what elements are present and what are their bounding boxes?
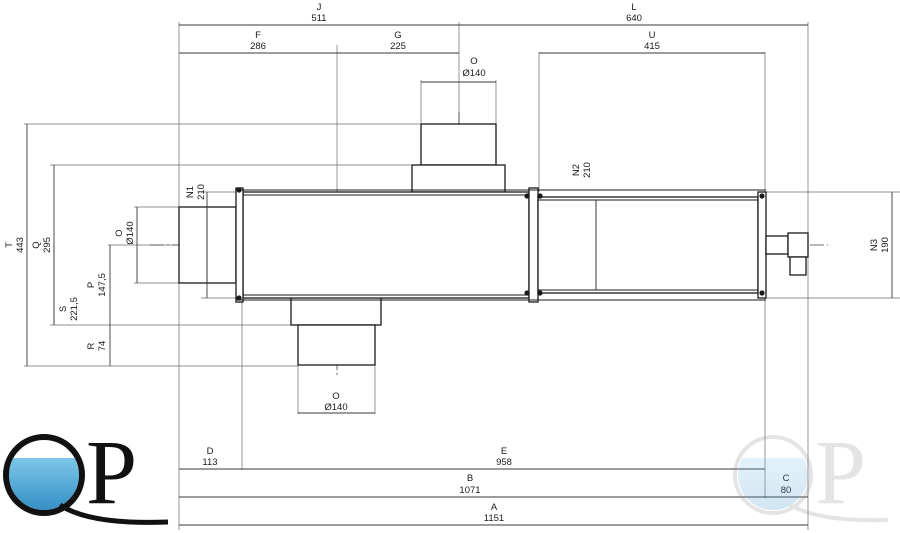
- dimension-O-bottom: O Ø140: [298, 391, 375, 414]
- bolt: [537, 290, 543, 296]
- dim-value: 958: [496, 457, 512, 468]
- dimension-P: P 147,5: [86, 245, 111, 325]
- dimension-E: E 958: [242, 446, 765, 470]
- main-chamber: [242, 191, 530, 299]
- dim-value: 74: [97, 341, 108, 352]
- dim-letter: N3: [869, 239, 880, 251]
- dimension-D: D 113: [179, 446, 242, 470]
- cable-gland: [765, 235, 789, 255]
- dimension-N2: N2 210: [571, 162, 597, 290]
- dim-letter: E: [501, 446, 507, 457]
- dimension-U: U 415: [539, 30, 765, 54]
- cable-connector: [787, 232, 809, 258]
- bolt: [524, 193, 530, 199]
- bolt: [236, 295, 242, 301]
- dim-letter: S: [58, 306, 69, 312]
- bottom-inlet-collar: [290, 296, 382, 326]
- dim-letter: O: [332, 391, 339, 402]
- dimension-Q: Q 295: [31, 165, 55, 325]
- dimension-F: F 286: [179, 30, 337, 54]
- dim-letter: D: [207, 446, 214, 457]
- uv-unit-body: [178, 123, 809, 366]
- dim-letter: R: [86, 342, 97, 349]
- dim-value: 1071: [459, 485, 480, 496]
- dim-letter: T: [4, 242, 15, 248]
- dim-value: 190: [880, 237, 891, 253]
- dimension-O-top: O Ø140: [421, 56, 496, 83]
- dim-value: 113: [202, 457, 217, 468]
- dimension-B: B 1071: [179, 473, 765, 498]
- dimension-T: T 443: [4, 124, 28, 366]
- dim-value: 221,5: [69, 297, 80, 321]
- dim-value: 415: [644, 41, 660, 52]
- bolt: [759, 290, 765, 296]
- middle-flange: [528, 187, 539, 303]
- qp-logo: P: [3, 421, 169, 525]
- cable-connector-tail: [789, 256, 807, 276]
- dim-value: 210: [582, 162, 593, 178]
- dim-value: 640: [626, 13, 642, 24]
- dimension-S: S 221,5: [53, 245, 80, 325]
- dim-letter: F: [255, 30, 261, 41]
- qp-logo-watermark: P: [733, 421, 889, 523]
- dim-value: 1151: [484, 513, 504, 524]
- dim-letter: U: [649, 30, 656, 41]
- dim-letter: J: [317, 2, 322, 13]
- dim-value: Ø140: [125, 221, 136, 244]
- dimension-R: R 74: [86, 325, 111, 366]
- dim-value: 511: [311, 13, 326, 24]
- dim-letter: N2: [571, 164, 582, 176]
- dim-letter: L: [631, 2, 636, 13]
- dimension-J: J 511: [179, 2, 459, 26]
- dimension-N3: N3 190: [869, 192, 893, 298]
- dimension-L: L 640: [459, 2, 808, 26]
- dim-value: Ø140: [462, 68, 485, 79]
- dim-value: Ø140: [324, 402, 347, 413]
- dim-value: 210: [196, 184, 207, 200]
- dim-value: 443: [15, 237, 26, 253]
- bolt: [759, 193, 765, 199]
- dim-value: 295: [42, 237, 53, 253]
- top-outlet-pipe: [420, 123, 497, 166]
- dim-value: 286: [250, 41, 266, 52]
- dim-value: 225: [390, 41, 406, 52]
- dim-letter: P: [86, 282, 97, 288]
- logo-letter-p: P: [86, 421, 137, 523]
- left-flange: [235, 187, 244, 303]
- dim-letter: G: [394, 30, 401, 41]
- logo-letter-p: P: [815, 421, 866, 523]
- lamp-housing: [537, 196, 759, 294]
- top-outlet-collar: [411, 164, 506, 193]
- dim-letter: N1: [185, 186, 196, 198]
- bolt: [236, 187, 242, 193]
- dim-letter: A: [491, 502, 498, 513]
- dim-letter: O: [114, 229, 125, 236]
- dim-letter: B: [467, 473, 473, 484]
- bolt: [537, 193, 543, 199]
- dim-letter: Q: [31, 241, 42, 248]
- bottom-inlet-pipe: [297, 324, 376, 366]
- dimension-G: G 225: [337, 30, 459, 54]
- dim-value: 147,5: [97, 273, 108, 297]
- dimension-N1: N1 210: [185, 184, 208, 298]
- dim-letter: O: [470, 56, 477, 67]
- end-flange: [757, 191, 767, 299]
- dimension-O-left: O Ø140: [114, 207, 138, 283]
- dimension-A: A 1151: [179, 502, 808, 526]
- bolt: [524, 290, 530, 296]
